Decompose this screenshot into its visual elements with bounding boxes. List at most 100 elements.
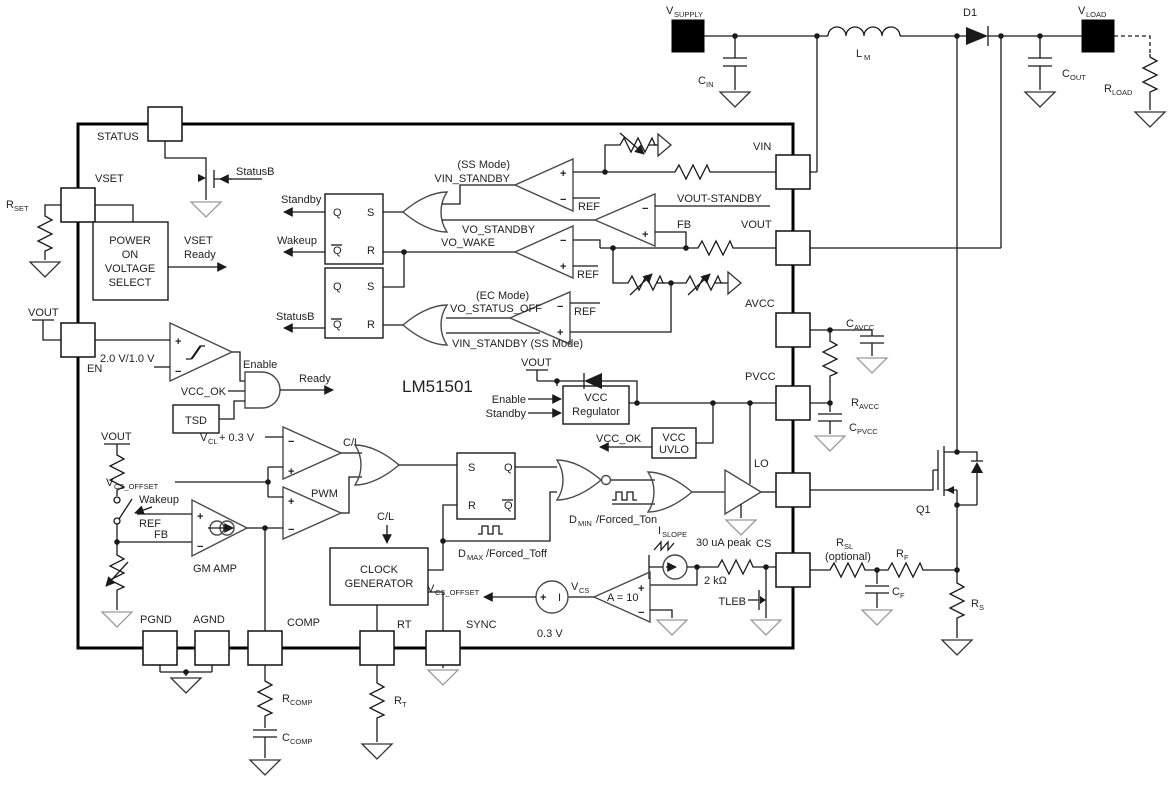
vout-standby-label: VOUT-STANDBY: [677, 193, 762, 205]
rset-sub: SET: [14, 204, 29, 213]
clock-line1: CLOCK: [360, 564, 399, 576]
latch1-s: S: [367, 207, 374, 219]
gm-amp: [191, 498, 249, 558]
and-gate-ready: [244, 371, 281, 409]
ref-label-4: REF: [139, 518, 161, 530]
latch1-r: R: [367, 245, 375, 257]
enable-label-1: Enable: [243, 359, 277, 371]
wakeup-switch-label: Wakeup: [139, 494, 179, 506]
vcs-offset-sub-1: CS_OFFSET: [114, 482, 159, 491]
pin-cs: [775, 552, 811, 588]
vcc-regulator-block: [562, 385, 630, 425]
ccomp-sub: COMP: [290, 737, 313, 746]
svg-text:+: +: [642, 229, 648, 241]
resistor-rload: [1142, 53, 1158, 95]
statusb-fet-label: StatusB: [236, 166, 275, 178]
vcl-rest: + 0.3 V: [219, 432, 255, 444]
svg-text:−: −: [642, 203, 648, 215]
gm-amp-label: GM AMP: [193, 563, 237, 575]
pin-sync: [425, 630, 461, 666]
standby-label-2: Standby: [486, 408, 527, 420]
pin-agnd: [194, 630, 230, 666]
rsl-sub: SL: [844, 542, 853, 551]
cin-label: C: [698, 75, 706, 87]
vcs-label: V: [571, 581, 579, 593]
resistor-rt: [369, 679, 385, 721]
vo-standby-label: VO_STANDBY: [462, 224, 536, 236]
vsupply-sub: SUPPLY: [674, 10, 703, 19]
standby-out-label: Standby: [281, 194, 322, 206]
svg-text:+: +: [288, 496, 294, 508]
svg-text:+: +: [557, 327, 563, 339]
vcc-reg-line1: VCC: [584, 392, 607, 404]
vload-label: V: [1078, 5, 1086, 17]
vcs-offset-sub-2: CS_OFFSET: [435, 588, 480, 597]
vcs-offset-label-2: V: [427, 583, 435, 595]
povs-line3: VOLTAGE: [105, 263, 155, 275]
vcl-label: V: [200, 432, 208, 444]
povs-line2: ON: [122, 249, 139, 261]
povs-line1: POWER: [109, 235, 151, 247]
cavcc-sub: AVCC: [854, 323, 875, 332]
avcc-pvcc-externals: C AVCC R AVCC C PVCC: [810, 318, 888, 452]
islope-label: I: [658, 525, 661, 537]
svg-text:−: −: [638, 607, 644, 619]
comparator-vo-wake: [513, 224, 574, 280]
pwm-core: −+ V CL + 0.3 V +− PWM V CS_OFFSET C/L S…: [106, 425, 776, 631]
vsupply-pad: [671, 19, 705, 53]
dmin-waveform-icon: [611, 491, 638, 501]
vin-standby-ss-label: VIN_STANDBY (SS Mode): [452, 338, 583, 350]
sawtooth-icon: [653, 540, 675, 552]
rcs-2k-label: 2 kΩ: [704, 575, 727, 587]
resistor-2k: [714, 559, 756, 575]
dmax-waveform-icon: [477, 525, 504, 535]
vcc-ok-label-2: VCC_OK: [596, 433, 642, 445]
vin-standby-label: VIN_STANDBY: [434, 173, 510, 185]
rs-label: R: [971, 598, 979, 610]
dmin-label: D: [569, 514, 577, 526]
nor-gate: [556, 459, 602, 501]
vcs-offset-label-1: V: [106, 477, 114, 489]
povs-line4: SELECT: [109, 277, 152, 289]
resistor-rf: [884, 562, 926, 578]
pin-pgnd-label: PGND: [140, 614, 172, 626]
pwm-label: PWM: [311, 488, 338, 500]
fb-label-2: FB: [154, 529, 168, 541]
tleb-label: TLEB: [718, 596, 746, 608]
rcomp-label: R: [282, 693, 290, 705]
statusb-out-label: StatusB: [276, 311, 315, 323]
vload-sub: LOAD: [1086, 10, 1107, 19]
rload-sub: LOAD: [1112, 88, 1133, 97]
vcl-sub: CL: [208, 437, 218, 446]
svg-text:−: −: [197, 541, 203, 553]
cavcc-label: C: [846, 318, 854, 330]
ref-label-2: REF: [577, 269, 599, 281]
latch3-qbar: Q: [504, 500, 513, 512]
q1-body-diode: [971, 462, 983, 473]
hysteresis-icon: [186, 345, 205, 360]
pin-vout-label: VOUT: [741, 219, 772, 231]
standby-wake-logic: Q S Q R Q S Q R Standby Wakeup StatusB +…: [276, 132, 776, 350]
vo-wake-label: VO_WAKE: [441, 237, 495, 249]
power-on-voltage-select-block: [92, 221, 169, 301]
enable-logic: VOUT +− 2.0 V/1.0 V Enable VCC_OK TSD Re…: [28, 307, 334, 434]
rcomp-sub: COMP: [290, 698, 313, 707]
rs-sub: S: [979, 603, 984, 612]
en-threshold-label: 2.0 V/1.0 V: [100, 353, 155, 365]
pin-cs-label: CS: [756, 538, 771, 550]
cf-sub: F: [900, 591, 905, 600]
vsupply-label: V: [666, 5, 674, 17]
ref-label-3: REF: [574, 306, 596, 318]
fb-label-1: FB: [677, 219, 691, 231]
vcc-uvlo-block: [651, 427, 697, 459]
islope-peak-label: 30 uA peak: [696, 537, 752, 549]
vcc-reg-line2: Regulator: [572, 406, 620, 418]
offset-value-label: 0.3 V: [537, 628, 563, 640]
ss-mode-label: (SS Mode): [457, 159, 510, 171]
or-gate-out: [647, 471, 693, 513]
d1-label: D1: [963, 7, 977, 19]
rload-label: R: [1104, 83, 1112, 95]
ref-label-1: REF: [578, 201, 600, 213]
pin-vset: [60, 187, 96, 223]
